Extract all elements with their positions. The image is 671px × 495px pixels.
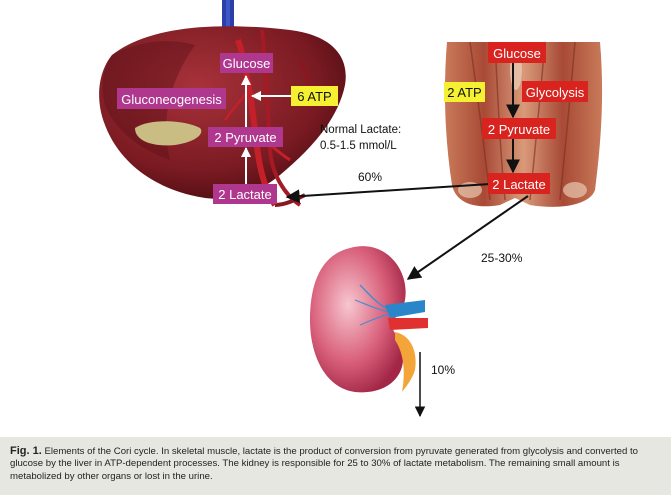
figure-label: Fig. 1. xyxy=(10,445,42,457)
muscle-atp-label: 2 ATP xyxy=(447,85,481,100)
muscle-pyruvate-label: 2 Pyruvate xyxy=(488,122,550,137)
cori-cycle-diagram: Glucose Gluconeogenesis 6 ATP 2 Pyruvate… xyxy=(99,0,603,418)
flow-to-liver-percent: 60% xyxy=(358,170,382,184)
arrow-muscle-to-kidney xyxy=(406,195,529,280)
liver-pyruvate-label: 2 Pyruvate xyxy=(214,130,276,145)
figure-caption: Fig. 1. Elements of the Cori cycle. In s… xyxy=(0,437,671,495)
muscle-lactate-label: 2 Lactate xyxy=(492,177,546,192)
liver-gluconeogenesis-label: Gluconeogenesis xyxy=(121,92,222,107)
liver-lactate-label: 2 Lactate xyxy=(218,187,272,202)
muscle-glycolysis-label: Glycolysis xyxy=(526,85,585,100)
liver-atp-label: 6 ATP xyxy=(297,89,331,104)
figure-caption-text: Elements of the Cori cycle. In skeletal … xyxy=(10,446,638,482)
flow-to-kidney-percent: 25-30% xyxy=(481,251,523,265)
muscle-glucose-label: Glucose xyxy=(493,46,541,61)
liver-glucose-label: Glucose xyxy=(223,56,271,71)
kidney-illustration xyxy=(310,246,428,393)
flow-other-percent: 10% xyxy=(431,363,455,377)
normal-lactate-title: Normal Lactate: xyxy=(320,124,401,136)
normal-lactate-range: 0.5-1.5 mmol/L xyxy=(320,140,397,152)
arrow-muscle-to-liver xyxy=(285,183,491,204)
